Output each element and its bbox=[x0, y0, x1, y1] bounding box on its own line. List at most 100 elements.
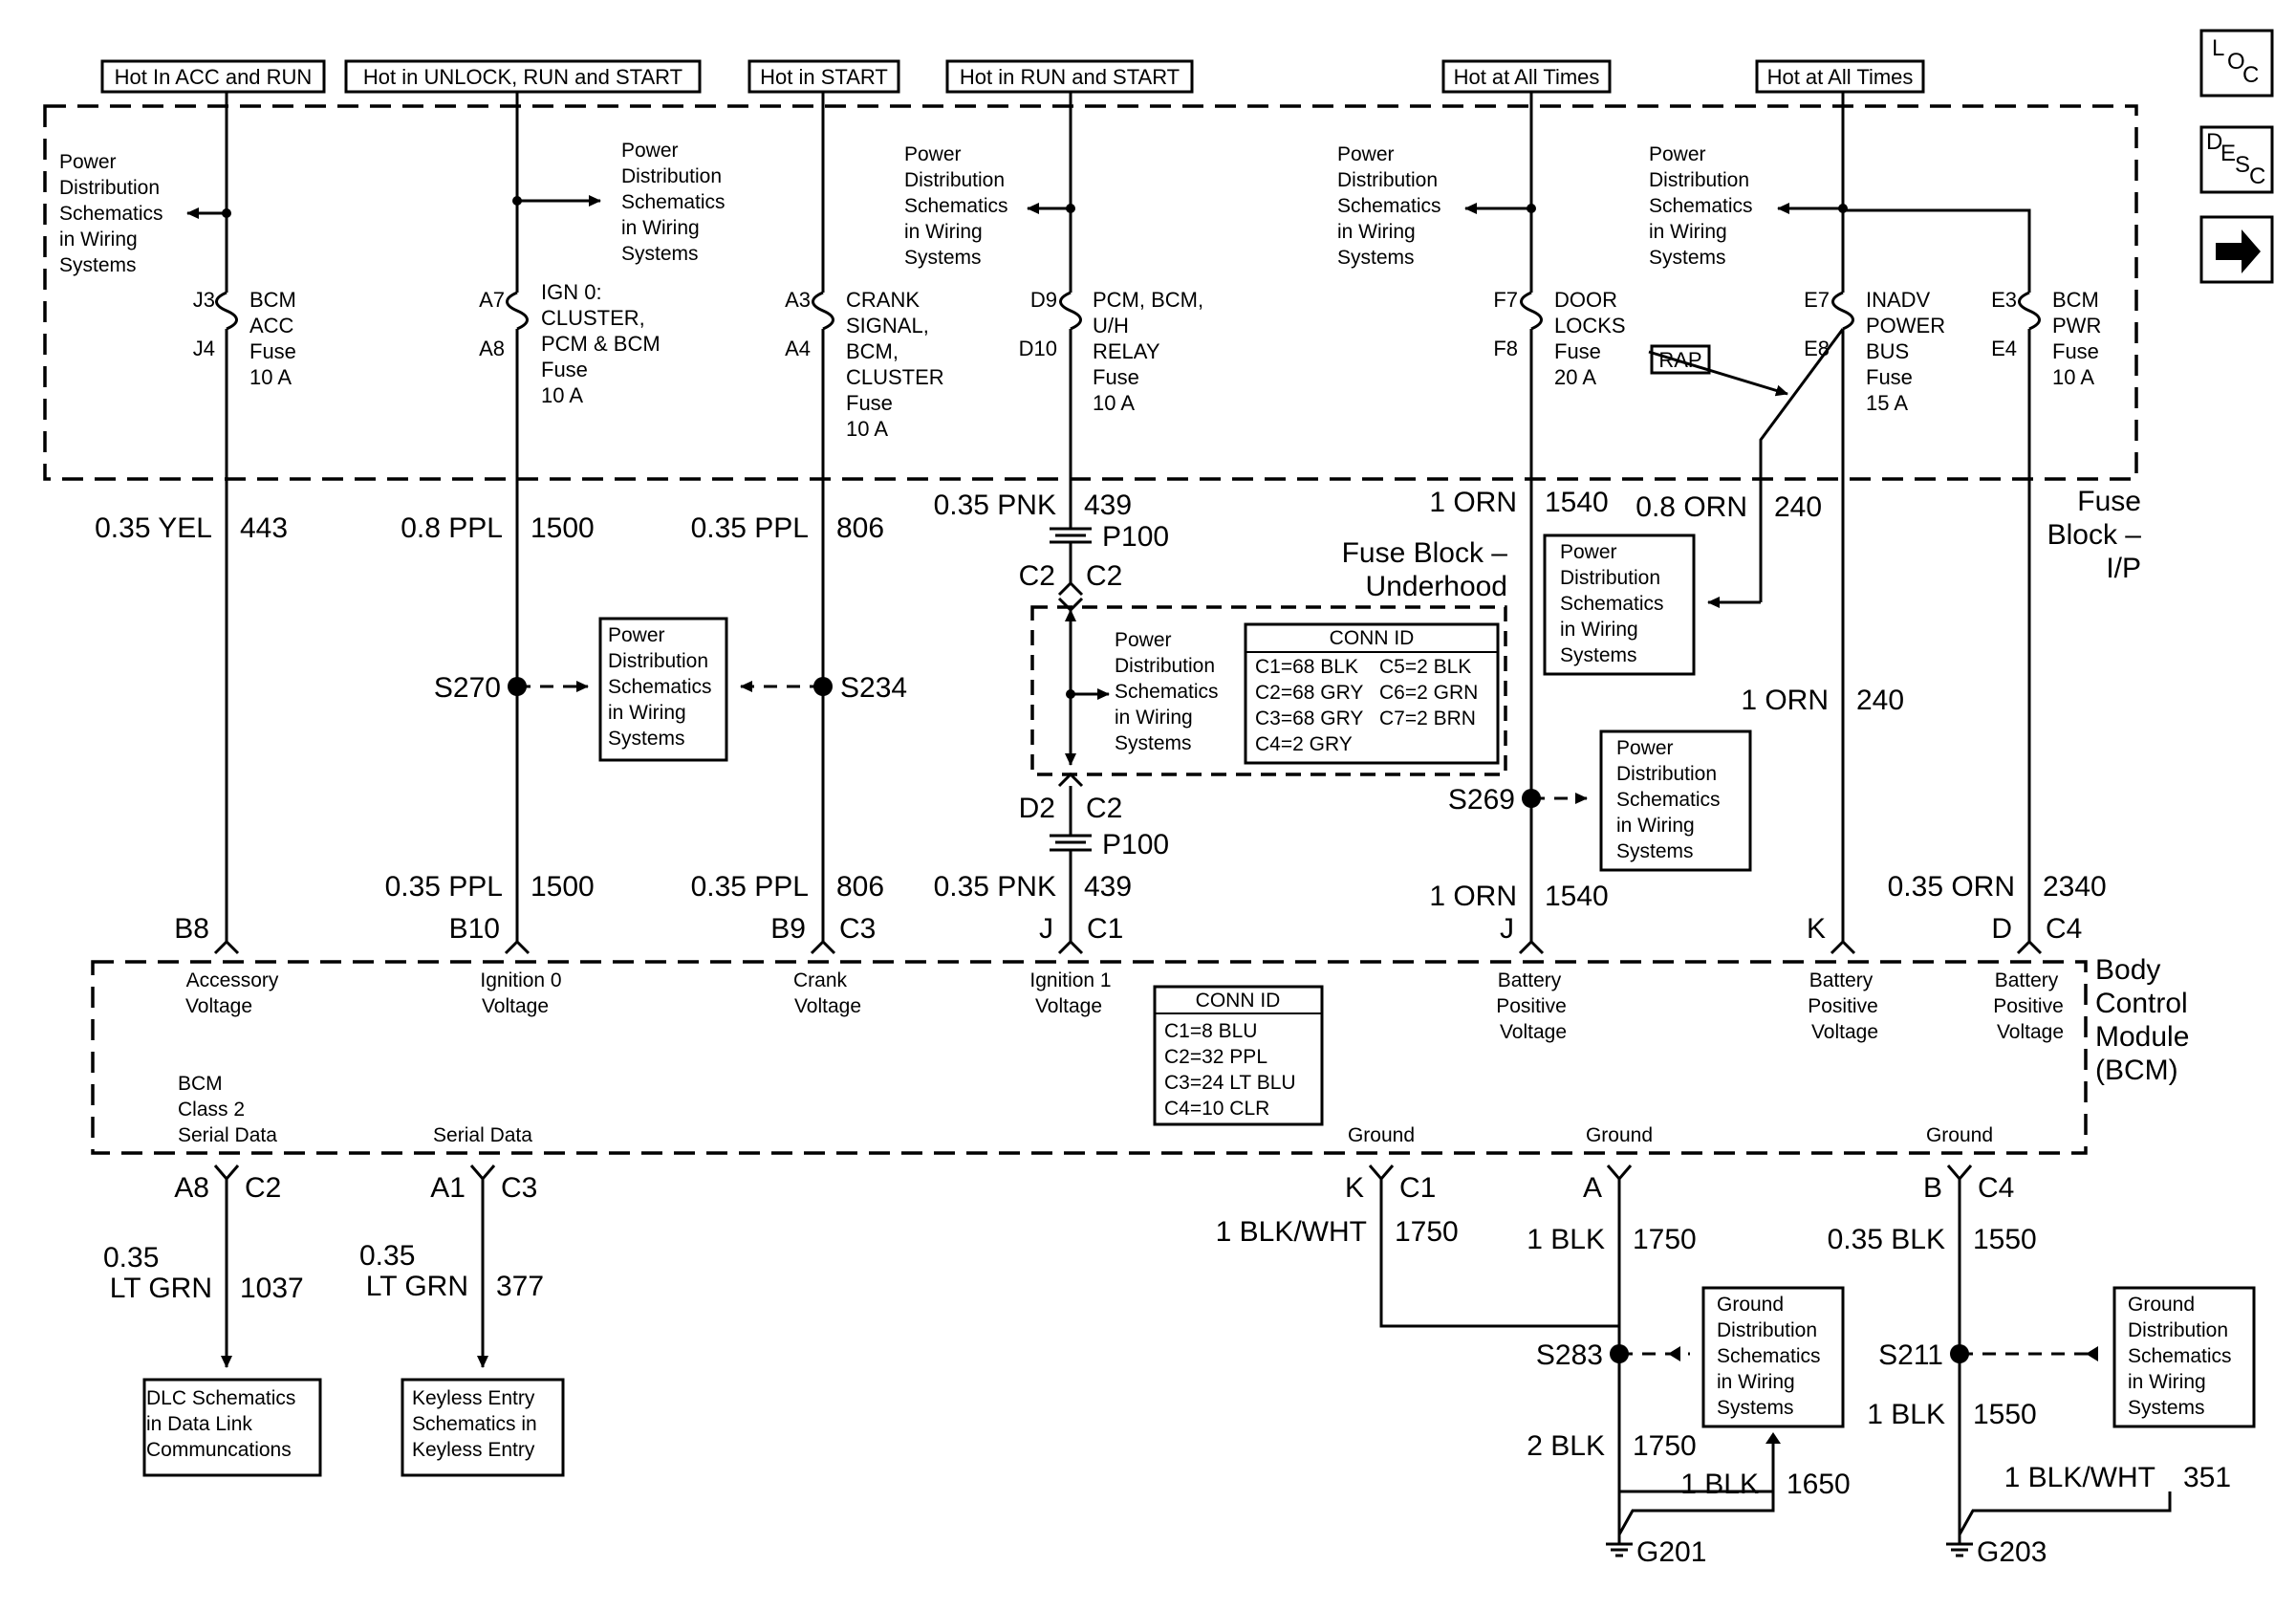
bcm-output-connectors bbox=[213, 1165, 1973, 1190]
svg-text:806: 806 bbox=[836, 512, 884, 544]
svg-text:P100: P100 bbox=[1102, 829, 1169, 860]
loc-button-frame bbox=[2199, 29, 2274, 98]
svg-text:J: J bbox=[1500, 913, 1514, 945]
svg-text:Schematics: Schematics bbox=[2128, 1345, 2232, 1367]
svg-text:Positive: Positive bbox=[1808, 995, 1878, 1017]
conn-id-underhood-box bbox=[1244, 622, 1500, 765]
svg-text:240: 240 bbox=[1774, 491, 1822, 523]
svg-text:Fuse: Fuse bbox=[1554, 339, 1601, 363]
svg-text:B9: B9 bbox=[770, 913, 806, 945]
svg-text:A1: A1 bbox=[430, 1172, 466, 1204]
next-arrow-icon bbox=[2216, 229, 2261, 273]
svg-text:Power: Power bbox=[1560, 541, 1617, 563]
p100-labels: P100 P100 C2 C2 D2 C2 bbox=[1019, 521, 1169, 860]
svg-text:Systems: Systems bbox=[1649, 247, 1726, 269]
svg-text:Power: Power bbox=[1337, 143, 1395, 165]
svg-text:0.8 ORN: 0.8 ORN bbox=[1635, 491, 1747, 523]
svg-text:K: K bbox=[1345, 1172, 1364, 1204]
fuse-block-underhood-outline bbox=[1030, 605, 1507, 776]
svg-text:2340: 2340 bbox=[2043, 871, 2107, 903]
svg-text:Schematics: Schematics bbox=[1717, 1345, 1821, 1367]
svg-text:Distribution: Distribution bbox=[2128, 1319, 2228, 1341]
desc-button[interactable]: D E S C bbox=[2206, 129, 2265, 189]
svg-text:Ignition 1: Ignition 1 bbox=[1029, 969, 1111, 991]
svg-text:D: D bbox=[2206, 129, 2222, 155]
svg-text:Schematics: Schematics bbox=[1616, 789, 1721, 811]
svg-text:K: K bbox=[1807, 913, 1826, 945]
svg-text:BCM: BCM bbox=[249, 288, 296, 312]
svg-text:F7: F7 bbox=[1493, 288, 1518, 312]
svg-text:Positive: Positive bbox=[1993, 995, 2064, 1017]
svg-text:Power: Power bbox=[904, 143, 962, 165]
svg-text:in Wiring: in Wiring bbox=[608, 702, 686, 724]
svg-text:Schematics: Schematics bbox=[59, 203, 163, 225]
svg-text:C4=2 GRY: C4=2 GRY bbox=[1255, 733, 1353, 755]
gds-box-s211 bbox=[2112, 1286, 2256, 1428]
svg-text:10 A: 10 A bbox=[249, 365, 292, 389]
svg-text:Power: Power bbox=[59, 151, 117, 173]
svg-text:SIGNAL,: SIGNAL, bbox=[846, 314, 929, 337]
svg-text:S283: S283 bbox=[1536, 1339, 1603, 1371]
svg-text:Voltage: Voltage bbox=[1997, 1021, 2064, 1043]
svg-text:Distribution: Distribution bbox=[1115, 655, 1215, 677]
svg-text:D9: D9 bbox=[1030, 288, 1057, 312]
svg-text:CLUSTER: CLUSTER bbox=[846, 365, 944, 389]
loc-button[interactable]: L O C bbox=[2212, 35, 2259, 88]
keyless-box bbox=[401, 1378, 565, 1477]
svg-text:O: O bbox=[2227, 49, 2245, 75]
svg-text:A8: A8 bbox=[174, 1172, 209, 1204]
svg-text:2 BLK: 2 BLK bbox=[1527, 1430, 1605, 1462]
svg-text:POWER: POWER bbox=[1866, 314, 1945, 337]
svg-text:C: C bbox=[2242, 62, 2259, 88]
bcm-bottom-pins: A8 C2 A1 C3 K C1 A B C4 bbox=[174, 1172, 2014, 1204]
svg-text:Systems: Systems bbox=[59, 254, 137, 276]
fuse-symbol-e3-e4 bbox=[2018, 291, 2041, 331]
fuse-symbols bbox=[215, 291, 2041, 331]
svg-text:LOCKS: LOCKS bbox=[1554, 314, 1626, 337]
svg-text:C2=68 GRY: C2=68 GRY bbox=[1255, 682, 1363, 704]
header-unlock-run-start: Hot in UNLOCK, RUN and START bbox=[363, 65, 682, 89]
svg-text:Schematics: Schematics bbox=[1649, 195, 1753, 217]
gds-box-s283 bbox=[1701, 1286, 1845, 1428]
svg-text:Power: Power bbox=[608, 624, 665, 646]
svg-text:806: 806 bbox=[836, 871, 884, 903]
svg-text:RELAY: RELAY bbox=[1093, 339, 1160, 363]
svg-text:Crank: Crank bbox=[793, 969, 848, 991]
svg-text:1 ORN: 1 ORN bbox=[1429, 881, 1517, 912]
bcm-output-serial-data: Serial Data bbox=[433, 1124, 532, 1146]
svg-text:Distribution: Distribution bbox=[608, 650, 708, 672]
svg-text:240: 240 bbox=[1856, 685, 1904, 716]
svg-text:J3: J3 bbox=[193, 288, 215, 312]
svg-text:377: 377 bbox=[496, 1271, 544, 1302]
header-box-acc-run bbox=[100, 59, 326, 94]
svg-text:Systems: Systems bbox=[1616, 840, 1694, 862]
svg-text:CLUSTER,: CLUSTER, bbox=[541, 306, 645, 330]
svg-text:Keyless Entry: Keyless Entry bbox=[412, 1387, 535, 1409]
svg-text:10 A: 10 A bbox=[541, 383, 583, 407]
svg-text:1650: 1650 bbox=[1787, 1469, 1851, 1500]
svg-text:Systems: Systems bbox=[608, 728, 685, 750]
svg-text:C4: C4 bbox=[1978, 1172, 2014, 1204]
svg-text:439: 439 bbox=[1084, 871, 1132, 903]
svg-text:10 A: 10 A bbox=[846, 417, 888, 441]
svg-text:E: E bbox=[2220, 141, 2236, 166]
svg-text:Systems: Systems bbox=[1337, 247, 1415, 269]
desc-button-frame bbox=[2199, 125, 2274, 194]
svg-text:10 A: 10 A bbox=[1093, 391, 1135, 415]
svg-text:0.35: 0.35 bbox=[103, 1242, 159, 1274]
rap-label: RAP bbox=[1658, 348, 1701, 372]
svg-text:C2: C2 bbox=[1086, 793, 1122, 824]
next-page-button[interactable] bbox=[2201, 217, 2272, 282]
bcm-output-ground-2: Ground bbox=[1586, 1124, 1653, 1146]
svg-text:in Wiring: in Wiring bbox=[1717, 1371, 1795, 1393]
